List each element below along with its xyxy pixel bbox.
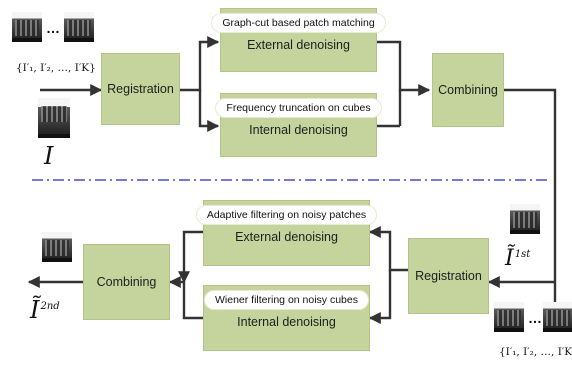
- registration-label-2: Registration: [415, 269, 482, 283]
- first-estimate-superscript: 1st: [514, 248, 531, 260]
- external-label-1: External denoising: [247, 38, 350, 52]
- output-symbol: Ĩ2nd: [30, 296, 60, 324]
- first-estimate-symbol: Ĩ1st: [505, 246, 531, 271]
- reference-thumbnail-1: [494, 302, 524, 332]
- input-thumbnail-k: [64, 12, 94, 42]
- external-denoising-box-2: Adaptive filtering on noisy patches Exte…: [196, 200, 377, 266]
- combining-box-2: Combining: [83, 244, 170, 320]
- arrow-split-to-internal: [198, 90, 220, 132]
- noisy-input-thumbnail: [38, 98, 70, 138]
- output-superscript: 2nd: [40, 301, 60, 312]
- reference-set-label: {I′₁, I′₂, …, I′K}: [499, 346, 572, 358]
- internal-method-2: Wiener filtering on noisy cubes: [205, 291, 368, 309]
- internal-label-2: Internal denoising: [237, 315, 336, 329]
- external-method-1: Graph-cut based patch matching: [212, 14, 385, 32]
- arrow-reg-to-external: [368, 226, 408, 272]
- internal-denoising-box-2: Wiener filtering on noisy cubes Internal…: [203, 285, 370, 351]
- thumbnail-ellipsis: …: [46, 20, 60, 36]
- registration-label-1: Registration: [107, 82, 174, 96]
- arrow-combining-to-internal: [182, 282, 203, 320]
- input-image-set-label: {I′₁, I′₂, …, I′K}: [16, 62, 96, 74]
- combining-label-2: Combining: [96, 275, 157, 289]
- combining-label-1: Combining: [438, 83, 498, 97]
- internal-denoising-box-1: Frequency truncation on cubes Internal d…: [216, 93, 381, 157]
- external-method-2: Adaptive filtering on noisy patches: [196, 206, 377, 224]
- input-thumbnail-1: [12, 12, 42, 42]
- external-label-2: External denoising: [235, 230, 338, 244]
- arrow-split-to-external: [180, 36, 220, 92]
- combining-box-1: Combining: [432, 53, 504, 127]
- arrow-external-to-merge: [377, 40, 431, 96]
- output-thumbnail: [42, 232, 72, 262]
- internal-label-1: Internal denoising: [249, 123, 348, 137]
- noisy-input-symbol: I: [44, 142, 54, 170]
- registration-box-2: Registration: [408, 238, 489, 314]
- reference-thumbnail-k: [543, 302, 572, 332]
- arrow-reg-to-internal: [368, 270, 392, 324]
- internal-method-1: Frequency truncation on cubes: [216, 99, 381, 117]
- first-estimate-thumbnail: [510, 204, 540, 234]
- arrow-combining-to-external: [178, 230, 203, 284]
- line-combining-to-stage2: [504, 88, 557, 306]
- registration-box-1: Registration: [101, 53, 180, 125]
- external-denoising-box-1: Graph-cut based patch matching External …: [212, 8, 385, 72]
- reference-thumbnail-ellipsis: …: [528, 310, 542, 326]
